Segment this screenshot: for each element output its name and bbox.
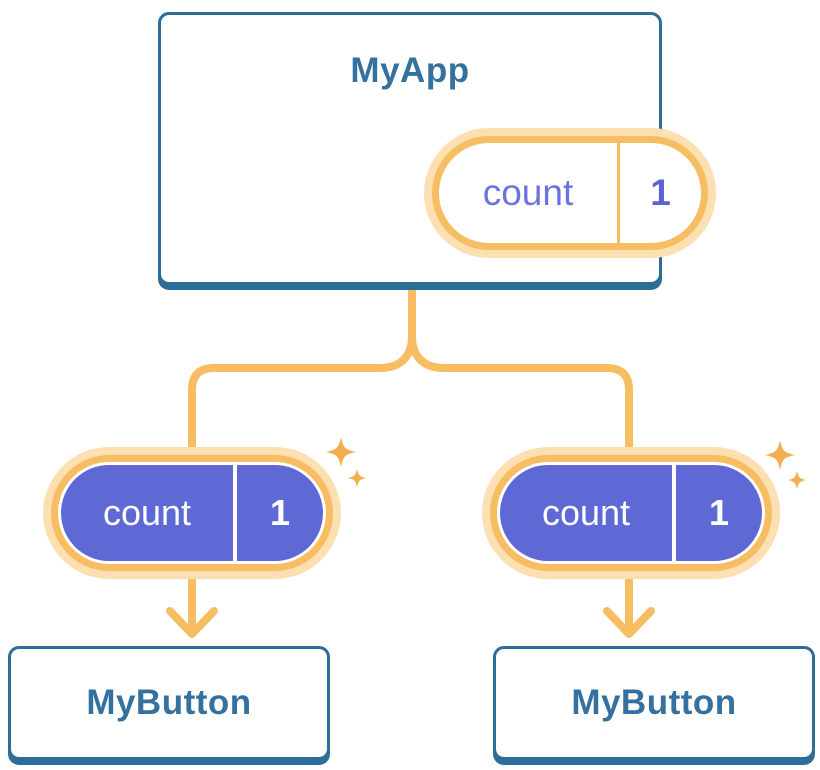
prop-value: 1 (233, 465, 323, 561)
component-title: MyApp (350, 51, 470, 90)
prop-pill: count 1 (482, 447, 780, 579)
state-name: count (482, 172, 574, 213)
state-value: 1 (617, 143, 701, 243)
component-title: MyButton (571, 683, 737, 722)
state-pill: count 1 (424, 128, 716, 258)
prop-name: count (102, 492, 192, 533)
connector-path-right (408, 285, 633, 474)
prop-value: 1 (672, 465, 762, 561)
sparkle-icon (787, 470, 807, 490)
state-pill-body: count 1 (432, 136, 708, 250)
child-component-card: MyButton (493, 646, 815, 760)
connector-path-left (188, 285, 416, 474)
sparkle-icon (765, 440, 795, 470)
prop-pill-body: count 1 (51, 455, 333, 571)
sparkle-icon (347, 468, 367, 488)
root-component-card: MyApp count 1 (158, 12, 716, 285)
prop-pill-body: count 1 (490, 455, 772, 571)
prop-pill-fill: count 1 (61, 465, 323, 561)
component-title: MyButton (86, 683, 252, 722)
sparkle-icon (326, 437, 356, 467)
prop-pill: count 1 (43, 447, 341, 579)
prop-name: count (541, 492, 631, 533)
prop-pill-fill: count 1 (500, 465, 762, 561)
child-component-card: MyButton (8, 646, 330, 760)
